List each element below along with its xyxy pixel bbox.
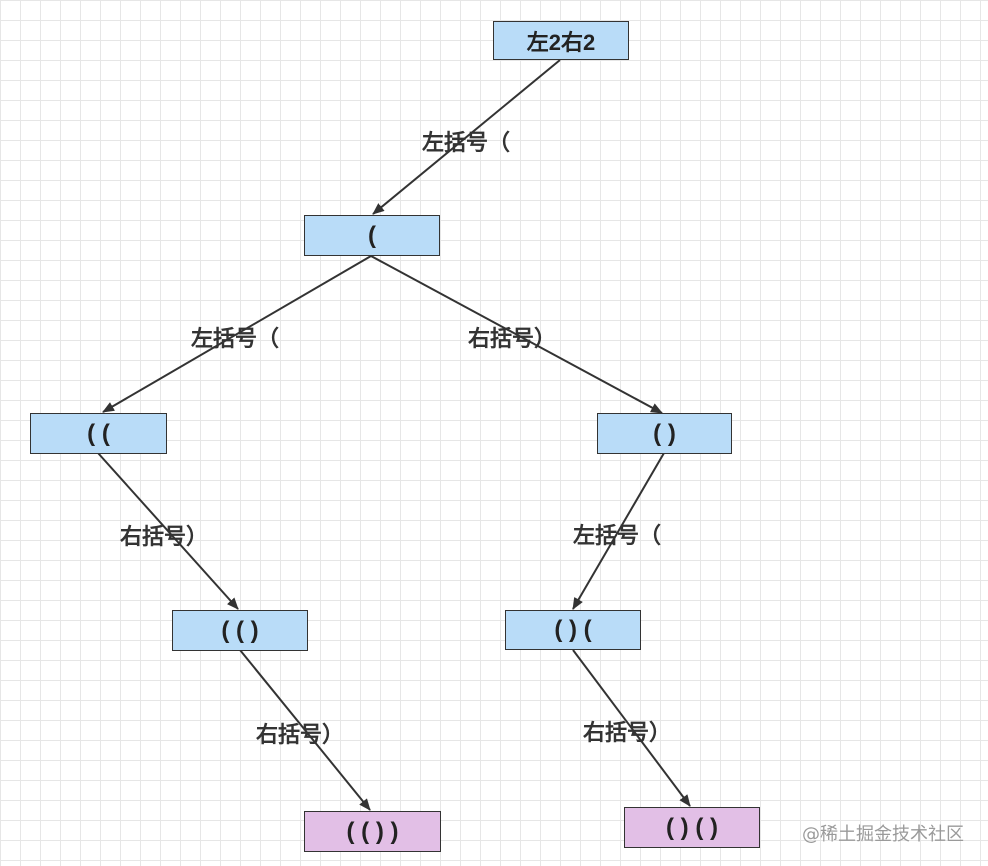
node-level2-right: ( ) [597, 413, 732, 454]
arrow-n4-to-n6 [239, 649, 371, 811]
arrow-root-to-n1 [372, 59, 561, 215]
watermark: @稀土掘金技术社区 [802, 824, 964, 845]
edge-label-n4-to-n6: 右括号） [255, 722, 345, 747]
node-level2-left: ( ( [30, 413, 167, 454]
arrow-n1-to-n3 [370, 255, 663, 414]
edge-label-n1-to-n3: 右括号） [467, 326, 557, 351]
arrow-n3-to-n5 [572, 452, 665, 610]
node-root: 左2右2 [493, 21, 629, 60]
edge-label-root-to-n1: 左括号（ [421, 130, 511, 155]
node-level1: ( [304, 215, 440, 256]
edge-label-n2-to-n4: 右括号） [119, 524, 209, 549]
node-final-left: ( ( ) ) [304, 811, 441, 852]
node-final-right: ( ) ( ) [624, 807, 760, 848]
edge-label-n3-to-n5: 左括号（ [572, 523, 662, 548]
arrow-n1-to-n2 [102, 255, 372, 413]
arrow-n2-to-n4 [97, 452, 239, 610]
node-level3-left: ( ( ) [172, 610, 308, 651]
node-level3-right: ( ) ( [505, 610, 641, 650]
edge-label-n1-to-n2: 左括号（ [190, 326, 280, 351]
edge-label-n5-to-n7: 右括号） [582, 720, 672, 745]
arrow-n5-to-n7 [572, 649, 691, 807]
